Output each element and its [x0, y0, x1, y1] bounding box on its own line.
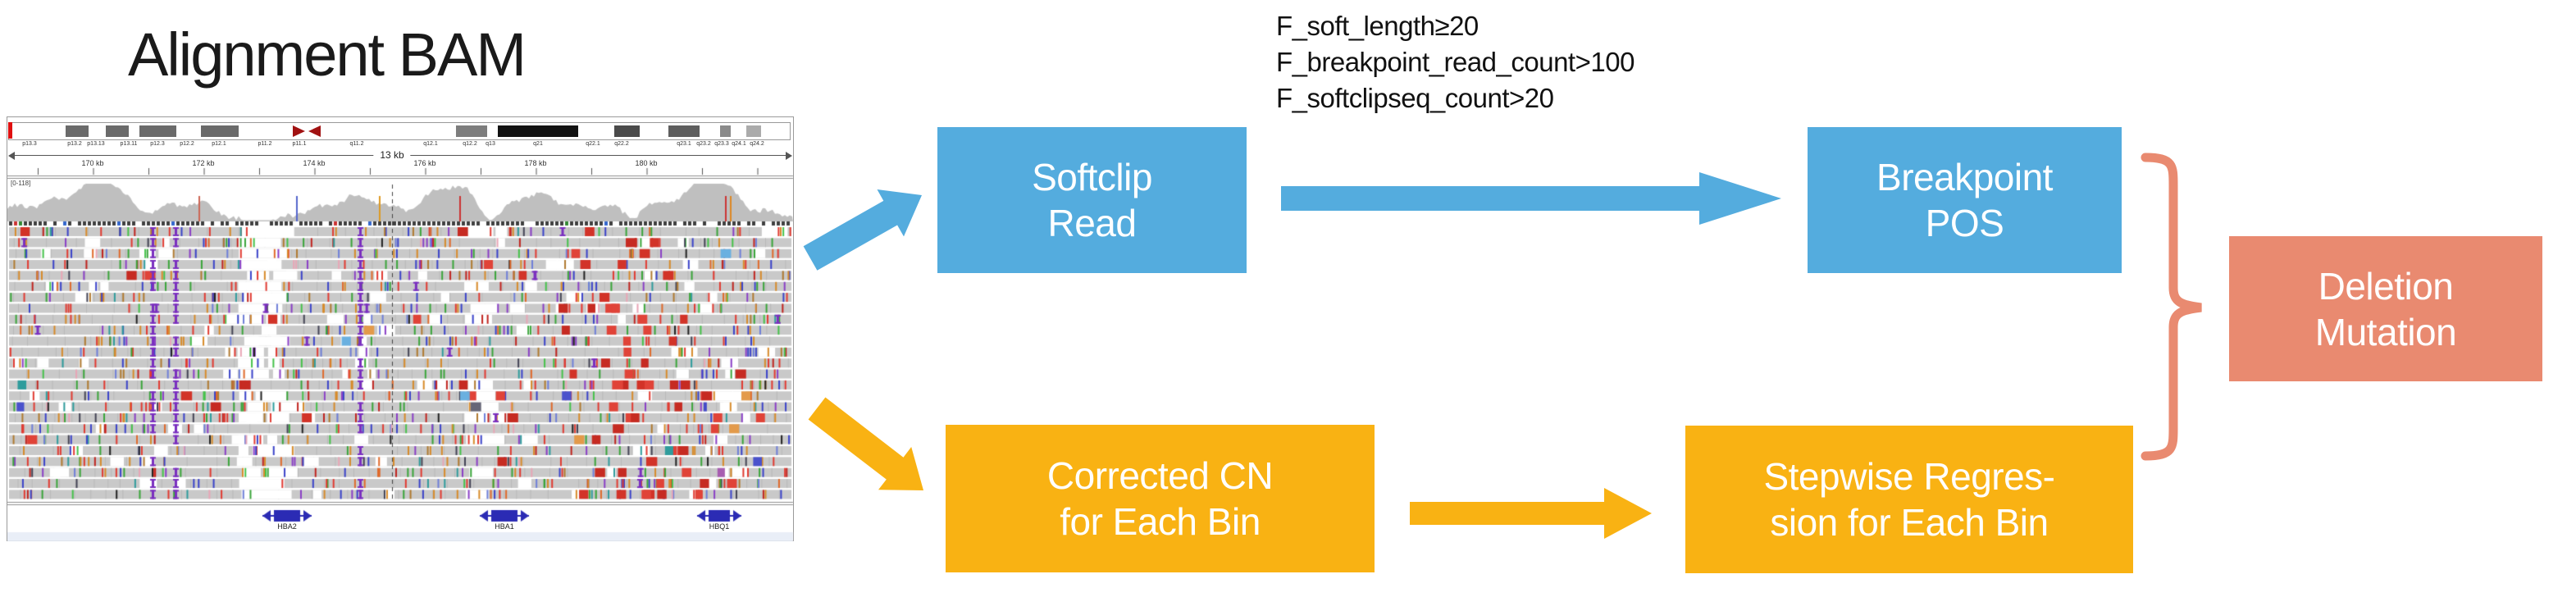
cytoband-band [746, 125, 761, 137]
condition-line-3: F_softclipseq_count>20 [1276, 83, 1554, 113]
cytoband-label: q23.3 [714, 141, 729, 147]
cytoband-label: p12.1 [212, 141, 226, 147]
cytoband-band [201, 125, 239, 137]
cytoband-label: p13.13 [87, 141, 105, 147]
cytoband-label: q12.2 [463, 141, 477, 147]
cytoband-label: p11.2 [258, 141, 272, 147]
condition-line-1: F_soft_length≥20 [1276, 11, 1479, 41]
gene-label: HBQ1 [709, 522, 730, 531]
corrected-cn-label: Corrected CN for Each Bin [1046, 454, 1274, 543]
cytoband-label: p11.1 [292, 141, 307, 147]
cytoband-label: q21 [533, 141, 543, 147]
cytoband-band [498, 125, 578, 137]
ruler-tick-label: 172 kb [192, 159, 215, 167]
deletion-mutation-box: Deletion Mutation [2229, 236, 2542, 381]
softclip-read-box: Softclip Read [937, 127, 1247, 273]
cytoband-label: q22.1 [586, 141, 600, 147]
stepwise-regression-box: Stepwise Regres- sion for Each Bin [1685, 426, 2133, 573]
ruler-tick-label: 180 kb [635, 159, 658, 167]
cytoband-band [614, 125, 640, 137]
cytoband-band [66, 125, 89, 137]
cytoband-label: p13.3 [22, 141, 37, 147]
cytoband-band [720, 125, 731, 137]
cytoband-label: p12.2 [180, 141, 194, 147]
ruler-tick-label: 170 kb [81, 159, 104, 167]
coverage-range-label: [0-118] [11, 180, 31, 187]
cytoband-label: q23.2 [696, 141, 711, 147]
cytoband-band [668, 125, 700, 137]
stepwise-regression-label: Stepwise Regres- sion for Each Bin [1763, 455, 2055, 544]
softclip-to-breakpoint-arrow [1281, 172, 1781, 225]
cytoband-label: q22.2 [614, 141, 629, 147]
centromere-marker [293, 125, 321, 138]
ruler-tick-label: 176 kb [413, 159, 436, 167]
ruler-left-arrow [8, 152, 15, 160]
view-region-marker [8, 122, 12, 139]
ruler-span-label: 13 kb [373, 149, 411, 161]
cytoband-label: q11.2 [349, 141, 364, 147]
cytoband-label: q23.1 [677, 141, 691, 147]
igv-to-softclip-arrow [803, 189, 922, 271]
breakpoint-pos-label: Breakpoint POS [1876, 156, 2053, 244]
breakpoint-pos-box: Breakpoint POS [1808, 127, 2122, 273]
cytoband-label: q24.2 [750, 141, 764, 147]
cytoband-label: p13.11 [120, 141, 138, 147]
igv-to-corrected-arrow [808, 397, 923, 490]
cytoband-label: q13 [486, 141, 495, 147]
ruler-tick-label: 178 kb [524, 159, 547, 167]
cytoband-label: q24.1 [732, 141, 746, 147]
condition-line-2: F_breakpoint_read_count>100 [1276, 47, 1635, 77]
corrected-cn-box: Corrected CN for Each Bin [946, 425, 1375, 572]
filter-conditions: F_soft_length≥20 F_breakpoint_read_count… [1276, 8, 1635, 116]
figure-title: Alignment BAM [128, 21, 527, 89]
cytoband-label: q12.1 [423, 141, 438, 147]
igv-screenshot: p13.3 p13.2 p13.13 p13.11 p12.3 p12.2 p12.1 p11… [7, 116, 795, 542]
gene-label: HBA2 [277, 522, 297, 531]
softclip-read-label: Softclip Read [1032, 156, 1152, 244]
brace [2141, 153, 2202, 461]
ruler-right-arrow [786, 152, 792, 160]
ruler-tick-label: 174 kb [303, 159, 326, 167]
igv-reads-canvas [7, 117, 795, 542]
corrected-to-stepwise-arrow [1410, 488, 1652, 539]
igv-overlays: p13.3 p13.2 p13.13 p13.11 p12.3 p12.2 p12.1 p11… [7, 117, 793, 540]
deletion-mutation-label: Deletion Mutation [2314, 264, 2457, 353]
cytoband-band [106, 125, 129, 137]
cytoband-label: p12.3 [150, 141, 165, 147]
cytoband-band [139, 125, 176, 137]
gene-label: HBA1 [495, 522, 514, 531]
cytoband-band [456, 125, 487, 137]
cytoband-label: p13.2 [67, 141, 82, 147]
